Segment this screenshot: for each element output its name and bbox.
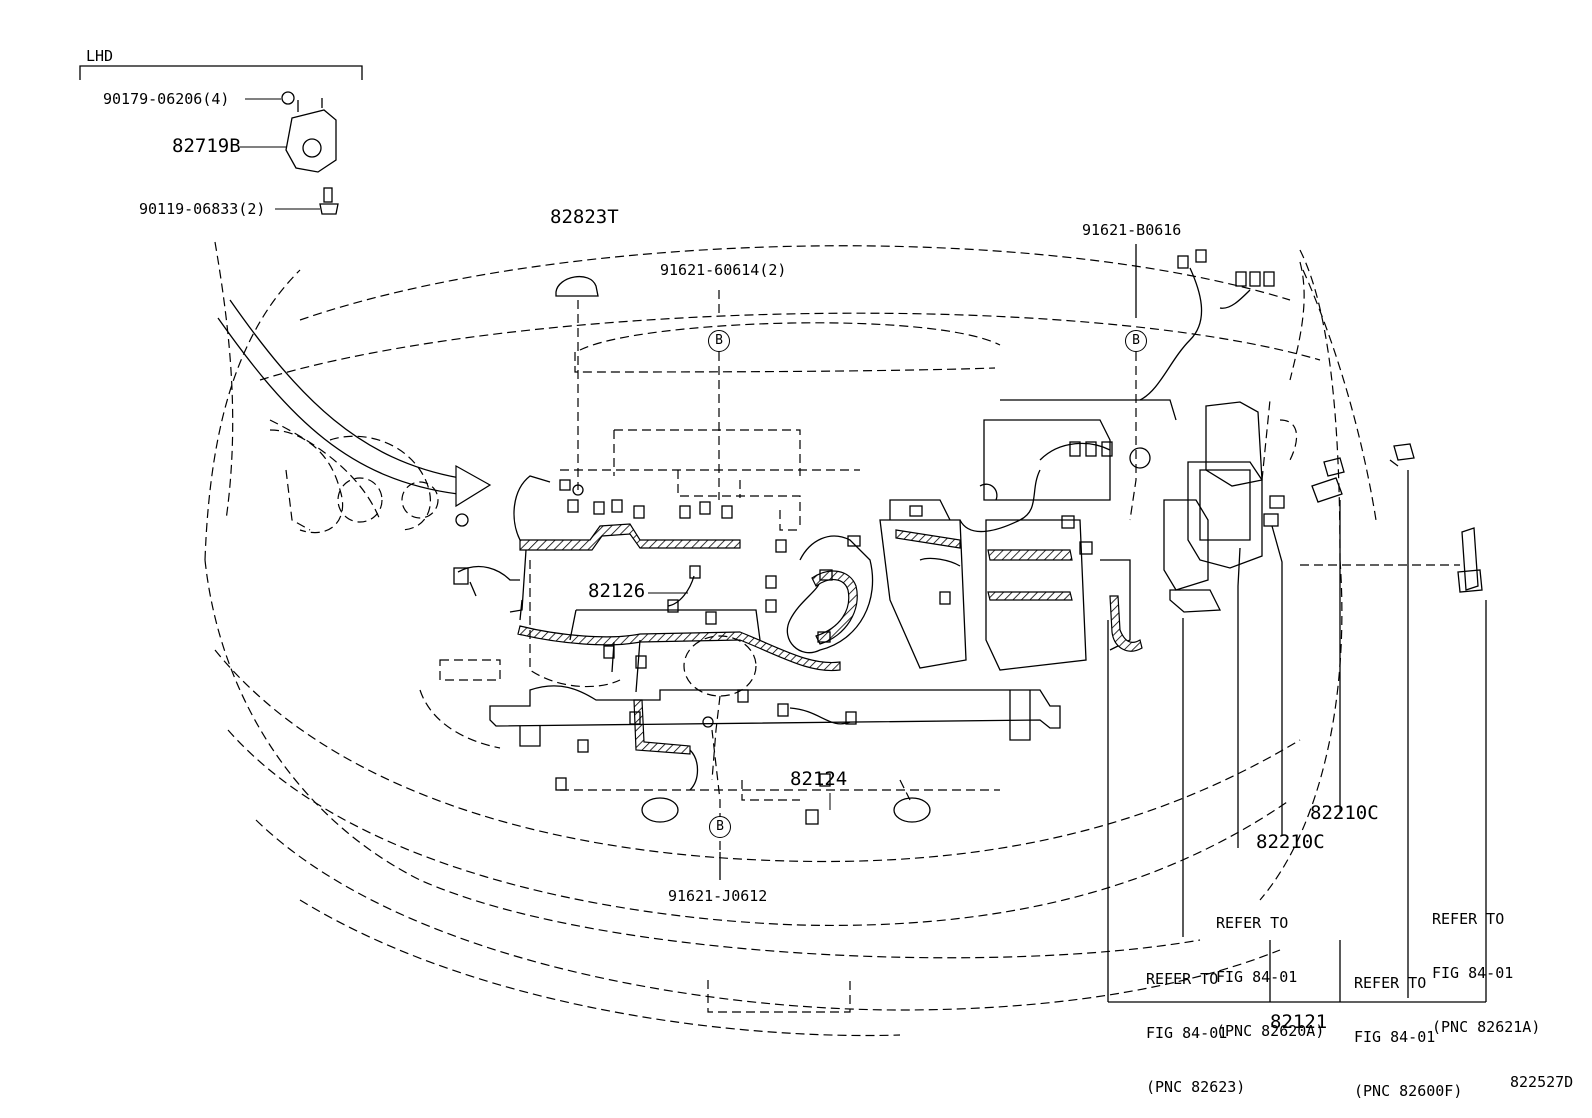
refer-note-82600f-line2: FIG 84-01 — [1354, 1028, 1436, 1046]
leaders-top-left — [240, 98, 320, 210]
callout-82126: 82126 — [588, 580, 646, 602]
refer-note-82623-line1: REFER TO — [1146, 970, 1219, 988]
refer-note-82621a-line3: (PNC 82621A) — [1432, 1018, 1541, 1036]
callout-91621-j0612: 91621-J0612 — [668, 887, 768, 905]
harness-82124 — [517, 611, 857, 825]
callout-90119-06833: 90119-06833(2) — [139, 200, 266, 218]
left-structure-details — [269, 429, 501, 749]
cap-82823t-drawing — [555, 276, 599, 490]
refer-note-82621a: REFER TO FIG 84-01 (PNC 82621A) — [1432, 874, 1540, 1054]
lhd-label: LHD — [86, 47, 114, 65]
fuse-relay-block — [1163, 399, 1483, 613]
refer-note-82623: REFER TO FIG 84-01 (PNC 82623) — [1146, 934, 1245, 1114]
refer-note-82600f-line3: (PNC 82600F) — [1354, 1082, 1463, 1100]
harness-82126 — [453, 429, 860, 621]
callout-91621-b0616: 91621-B0616 — [1082, 221, 1182, 239]
hood-strut-arrow — [217, 299, 492, 508]
callout-90179-06206: 90179-06206(4) — [103, 90, 230, 108]
callout-82121: 82121 — [1270, 1011, 1328, 1033]
refer-note-82623-line2: FIG 84-01 — [1146, 1024, 1228, 1042]
refer-note-82620a-line1: REFER TO — [1216, 914, 1289, 932]
refer-note-82623-line3: (PNC 82623) — [1146, 1078, 1246, 1096]
refer-note-82600f: REFER TO FIG 84-01 (PNC 82600F) — [1354, 938, 1462, 1118]
callout-82823t: 82823T — [550, 206, 619, 228]
callout-82210c-upper: 82210C — [1310, 802, 1379, 824]
engine-components — [489, 399, 1177, 781]
callout-91621-60614: 91621-60614(2) — [660, 261, 787, 279]
refer-note-82600f-line1: REFER TO — [1354, 974, 1427, 992]
marker-b-upper-right: B — [1125, 330, 1147, 352]
figure-id: 822527D — [1510, 1073, 1574, 1091]
callout-82719b: 82719B — [172, 135, 241, 157]
marker-b-lower: B — [709, 816, 731, 838]
connector-cluster-top-right — [1139, 249, 1305, 401]
lower-front-details — [560, 779, 1000, 823]
refer-note-82621a-line2: FIG 84-01 — [1432, 964, 1514, 982]
refer-note-82621a-line1: REFER TO — [1432, 910, 1505, 928]
front-bumper-outline — [204, 419, 1343, 1037]
callout-82124: 82124 — [790, 768, 848, 790]
bracket-82719b-drawing — [281, 91, 339, 215]
refer-note-82620a: REFER TO FIG 84-01 (PNC 82620A) — [1216, 878, 1324, 1058]
refer-note-82620a-line3: (PNC 82620A) — [1216, 1022, 1325, 1040]
refer-note-82620a-line2: FIG 84-01 — [1216, 968, 1298, 986]
callout-leaders — [648, 244, 1487, 1003]
lhd-bracket — [79, 65, 363, 80]
callout-82210c-lower: 82210C — [1256, 831, 1325, 853]
hood-outline — [204, 241, 1377, 561]
marker-b-upper-left: B — [708, 330, 730, 352]
